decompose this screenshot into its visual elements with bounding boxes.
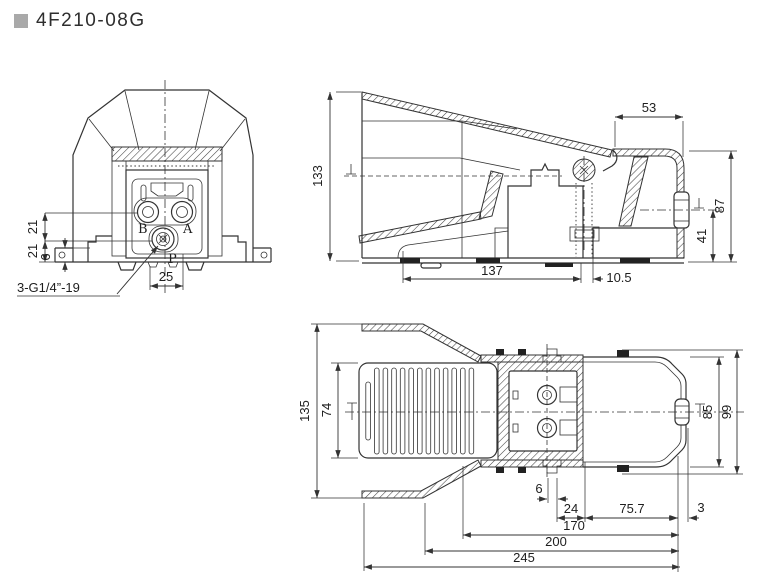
- side-view: 133 53 87 41 137 10.5: [310, 91, 737, 285]
- port-label-p: P: [168, 252, 177, 267]
- dim-label-21-lower: 21: [25, 244, 40, 258]
- dim-label-6-front: 6: [38, 253, 53, 260]
- dim-label-245: 245: [513, 550, 535, 565]
- dim-label-87: 87: [712, 199, 727, 213]
- thread-spec-label: 3-G1/4”-19: [17, 280, 80, 295]
- title-bullet-square: [14, 14, 28, 28]
- side-datum-mark-right: [694, 198, 704, 209]
- top-cover: [583, 350, 690, 472]
- model-number-title: 4F210-08G: [36, 10, 146, 31]
- dim-label-133: 133: [310, 165, 325, 187]
- dim-label-75-7: 75.7: [619, 501, 644, 516]
- dim-label-170: 170: [563, 518, 585, 533]
- front-dimensions: 21 21 6 25 3-G1/4”-19: [17, 212, 184, 297]
- side-valve-body: [362, 148, 690, 269]
- dim-label-135: 135: [297, 400, 312, 422]
- dim-label-10-5: 10.5: [606, 270, 631, 285]
- dim-label-85: 85: [700, 405, 715, 419]
- dim-label-24: 24: [564, 501, 578, 516]
- top-view: 135 74 85 99 6 24: [297, 323, 744, 572]
- front-outline: [72, 89, 254, 262]
- top-datum-mark-right: [695, 403, 705, 417]
- port-label-a: A: [182, 222, 193, 237]
- dim-label-41: 41: [694, 229, 709, 243]
- dim-label-3: 3: [697, 500, 704, 515]
- title-bar: 4F210-08G: [14, 10, 146, 32]
- dim-label-99: 99: [719, 405, 734, 419]
- top-dimensions: 135 74 85 99 6 24: [297, 323, 743, 572]
- side-datum-mark-left: [346, 164, 356, 175]
- side-pedal-lever: [358, 156, 600, 259]
- dim-label-137: 137: [481, 263, 503, 278]
- dim-label-6-top: 6: [535, 481, 542, 496]
- port-label-b: B: [138, 222, 148, 237]
- dim-label-25: 25: [159, 269, 173, 284]
- side-outline: [361, 91, 618, 258]
- top-datum-mark-left: [347, 402, 357, 420]
- top-valve-body: [496, 344, 584, 480]
- top-bracket-arms: [361, 323, 482, 499]
- side-dimensions: 133 53 87 41 137 10.5: [310, 91, 737, 285]
- dim-label-74: 74: [319, 403, 334, 417]
- top-pedal: [358, 362, 498, 459]
- dim-label-200: 200: [545, 534, 567, 549]
- dim-label-53: 53: [642, 100, 656, 115]
- front-view: B A P: [17, 80, 272, 297]
- front-body: [111, 146, 223, 259]
- dim-label-21-upper: 21: [25, 220, 40, 234]
- pedal-ribs: [365, 367, 475, 455]
- front-ports: B A P: [136, 200, 194, 267]
